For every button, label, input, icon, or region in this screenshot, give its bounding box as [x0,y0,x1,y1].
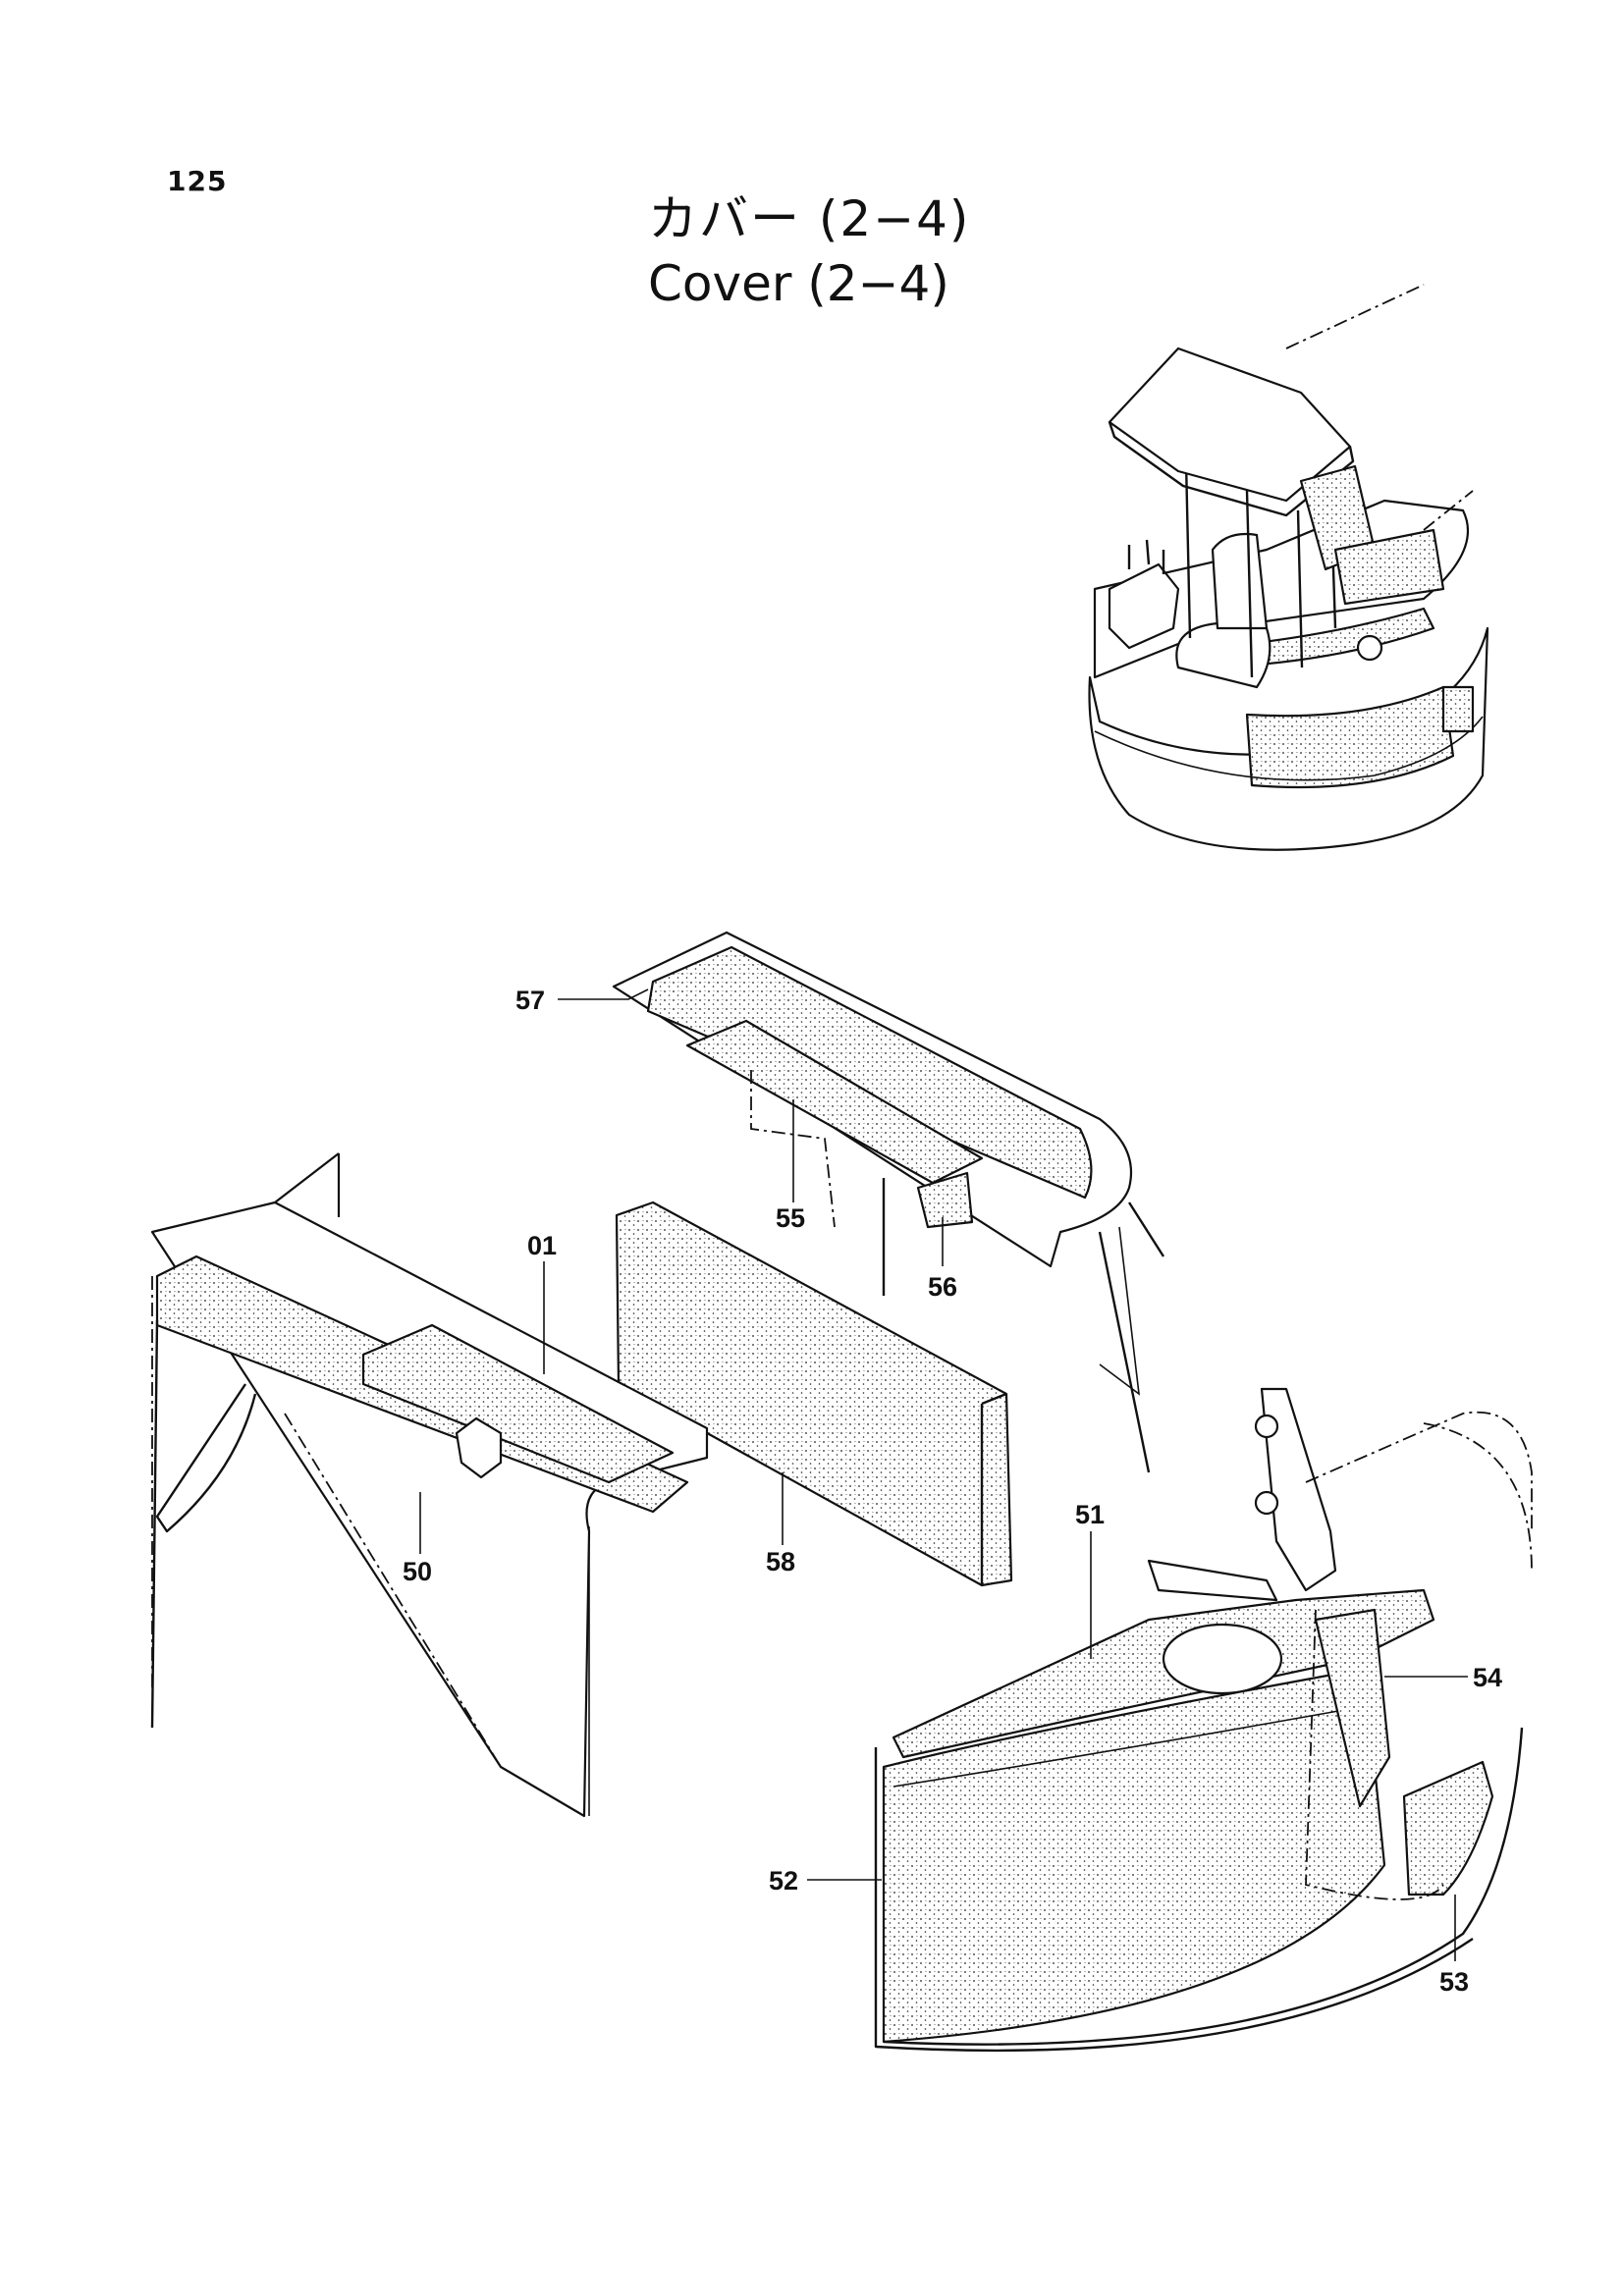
callout-50: 50 [403,1557,432,1586]
page-title: カバー (2−4) Cover (2−4) [648,187,1060,316]
part-50-01-assembly [150,1152,709,1818]
callout-58: 58 [766,1547,795,1576]
callout-51: 51 [1075,1500,1105,1529]
title-english: Cover (2−4) [648,255,949,312]
callout-52: 52 [769,1866,798,1896]
part-51-54-assembly [874,1387,1533,2053]
callout-57: 57 [515,986,545,1015]
callout-56: 56 [928,1272,957,1302]
callout-54: 54 [1473,1663,1502,1692]
page-number: 125 [167,165,228,197]
part-58-panel [615,1201,1013,1587]
callout-01: 01 [527,1231,557,1260]
title-japanese: カバー (2−4) [648,190,971,247]
callout-53: 53 [1439,1967,1469,1997]
part-57-assembly [612,931,1165,1473]
leader-lines [419,988,1468,1961]
excavator-overview-illustration [1088,284,1489,851]
callout-55: 55 [776,1203,805,1233]
